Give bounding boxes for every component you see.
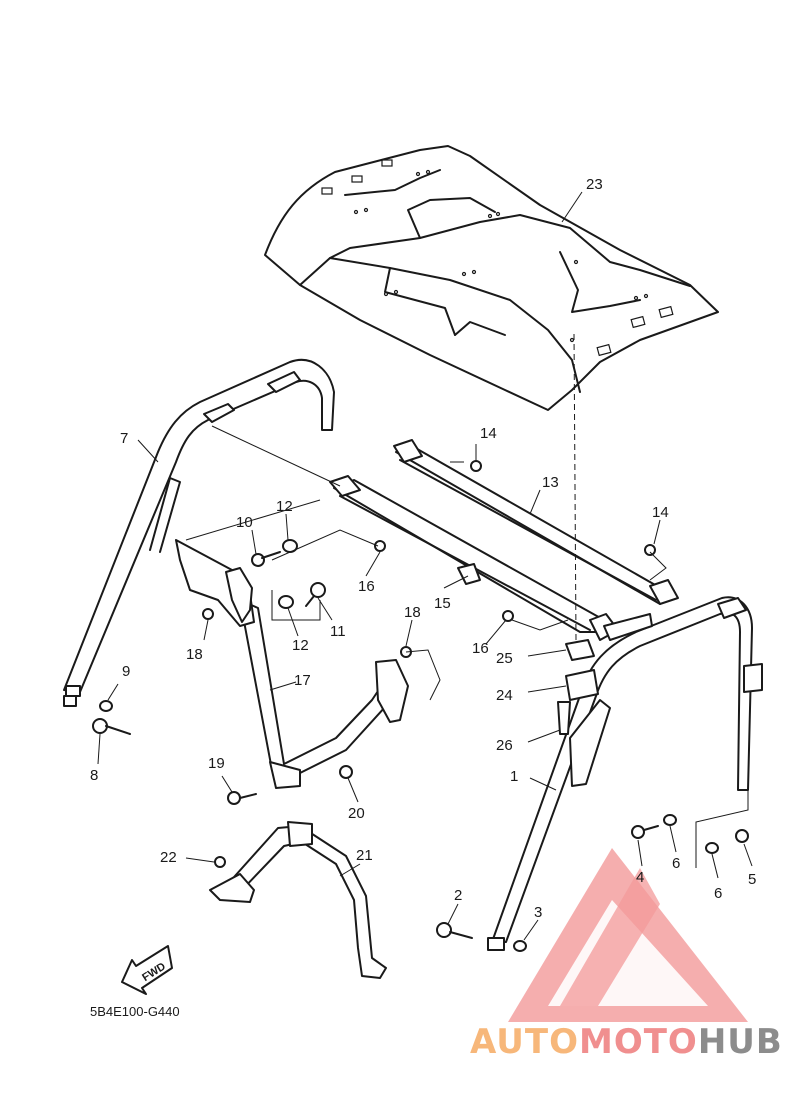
- clamp-25-icon: [565, 639, 595, 661]
- callout-20: 20: [348, 805, 365, 822]
- bolt-16a-icon: [374, 540, 386, 552]
- bolt-16b-icon: [502, 610, 514, 622]
- callout-23: 23: [586, 176, 603, 193]
- collar-6a-icon: [663, 814, 677, 826]
- callout-12b: 12: [292, 637, 309, 654]
- callout-9: 9: [122, 663, 130, 680]
- watermark-logo: AUTOMOTOHUB: [470, 848, 783, 1062]
- washer-9-icon: [99, 700, 113, 712]
- frame-rear-left: [63, 359, 335, 707]
- callout-26: 26: [496, 737, 513, 754]
- callout-18a: 18: [186, 646, 203, 663]
- callout-21: 21: [356, 847, 373, 864]
- frame-lower-left: [175, 539, 409, 789]
- callout-14a: 14: [480, 425, 497, 442]
- callout-16b: 16: [472, 640, 489, 657]
- fwd-arrow: FWD: [121, 945, 173, 995]
- callout-10: 10: [236, 514, 253, 531]
- callouts: 23 7 14 13 14 10 12 16 11 12 15 18 16 25…: [90, 176, 756, 921]
- callout-11: 11: [330, 623, 346, 640]
- bolt-19-icon: [227, 791, 241, 805]
- callout-1: 1: [510, 768, 518, 785]
- bolt-22-icon: [214, 856, 226, 868]
- callout-18b: 18: [404, 604, 421, 621]
- bolt-5-icon: [735, 829, 749, 843]
- frame-front-right: [487, 596, 763, 951]
- fwd-arrow-icon: [121, 945, 173, 995]
- bolt-8-icon: [92, 718, 108, 734]
- collar-12b-icon: [278, 595, 294, 609]
- callout-2: 2: [454, 887, 462, 904]
- nut-3-icon: [513, 940, 527, 952]
- diagram-code: 5B4E100-G440: [90, 1004, 180, 1019]
- bolt-11-icon: [310, 582, 326, 598]
- callout-7: 7: [120, 430, 128, 447]
- callout-16a: 16: [358, 578, 375, 595]
- callout-4: 4: [636, 869, 644, 886]
- collar-6b-icon: [705, 842, 719, 854]
- callout-15: 15: [434, 595, 451, 612]
- watermark-m-shape: [560, 868, 660, 1006]
- callout-17: 17: [294, 672, 311, 689]
- callout-22: 22: [160, 849, 177, 866]
- watermark-text: AUTOMOTOHUB: [470, 1022, 783, 1062]
- callout-8: 8: [90, 767, 98, 784]
- roof-panel: [264, 145, 719, 411]
- bolt-20-icon: [339, 765, 353, 779]
- callout-6b: 6: [714, 885, 722, 902]
- bolt-14a-icon: [470, 460, 482, 472]
- cross-bar: [393, 439, 679, 605]
- callout-12a: 12: [276, 498, 293, 515]
- bolt-18a-icon: [202, 608, 214, 620]
- alignment-lines: [185, 333, 749, 868]
- callout-6a: 6: [672, 855, 680, 872]
- callout-14b: 14: [652, 504, 669, 521]
- bolt-10-icon: [251, 553, 265, 567]
- callout-13: 13: [542, 474, 559, 491]
- leader-lines: [97, 191, 753, 941]
- bolt-4-icon: [631, 825, 645, 839]
- callout-3: 3: [534, 904, 542, 921]
- bolt-14b-icon: [644, 544, 656, 556]
- screw-26-icon: [557, 701, 571, 735]
- callout-5: 5: [748, 871, 756, 888]
- clamp-24-icon: [565, 669, 599, 701]
- callout-24: 24: [496, 687, 513, 704]
- callout-19: 19: [208, 755, 225, 772]
- support-bracket-lower: [209, 821, 387, 979]
- callout-25: 25: [496, 650, 513, 667]
- bolt-2-icon: [436, 922, 452, 938]
